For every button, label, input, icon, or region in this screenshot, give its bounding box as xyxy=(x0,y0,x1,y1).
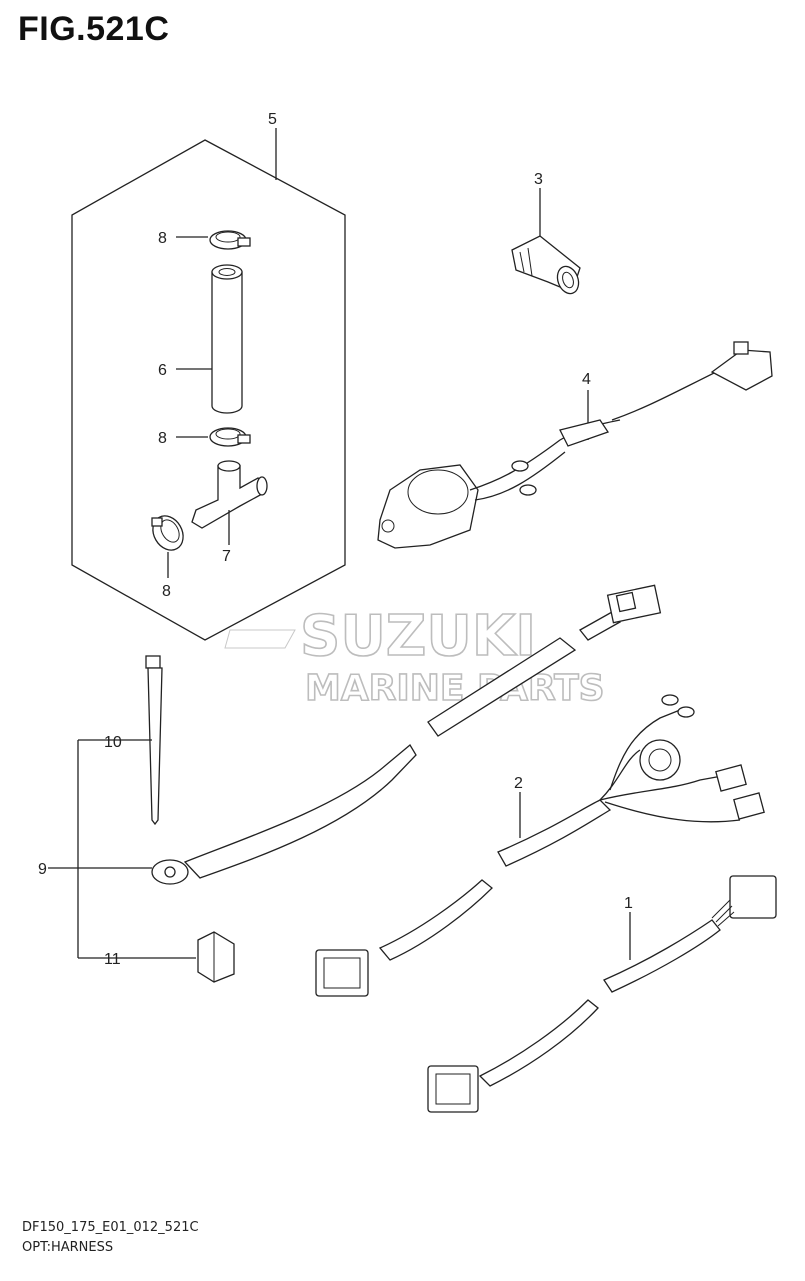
callout-10: 10 xyxy=(104,734,122,751)
watermark: SUZUKI MARINE PARTS xyxy=(224,603,605,710)
callout-1: 1 xyxy=(624,895,633,912)
hose-clamp-middle xyxy=(176,427,251,447)
model-code: DF150_175_E01_012_521C xyxy=(22,1220,199,1235)
fitting xyxy=(511,188,581,295)
hose-clamp-bottom xyxy=(151,515,184,578)
harness-2 xyxy=(315,694,765,997)
callout-8-middle: 8 xyxy=(158,430,167,447)
figure-caption: OPT:HARNESS xyxy=(22,1240,114,1255)
fuse-holder xyxy=(78,931,235,983)
callout-3: 3 xyxy=(534,171,543,188)
callout-6: 6 xyxy=(158,362,167,379)
figure-title: FIG.521C xyxy=(18,10,170,48)
hose-clamp-top xyxy=(176,230,251,250)
buzzer-harness xyxy=(377,341,773,549)
watermark-logo-icon xyxy=(224,629,296,649)
watermark-line1: SUZUKI xyxy=(300,604,536,669)
callout-8-bottom: 8 xyxy=(162,583,171,600)
figure-footer: DF150_175_E01_012_521C OPT:HARNESS xyxy=(22,1218,199,1258)
callout-5: 5 xyxy=(268,111,277,128)
callout-11: 11 xyxy=(104,951,121,968)
callout-9: 9 xyxy=(38,861,47,878)
kit-outline xyxy=(71,128,346,641)
callout-4: 4 xyxy=(582,371,591,388)
callout-2: 2 xyxy=(514,775,523,792)
ring-terminal-cable xyxy=(48,584,662,885)
watermark-line2: MARINE PARTS xyxy=(305,668,605,709)
cable-tie xyxy=(77,655,163,958)
harness-1 xyxy=(427,875,777,1113)
hose xyxy=(176,264,243,414)
callout-8-top: 8 xyxy=(158,230,167,247)
t-joint xyxy=(191,460,268,545)
callout-7: 7 xyxy=(222,548,231,565)
